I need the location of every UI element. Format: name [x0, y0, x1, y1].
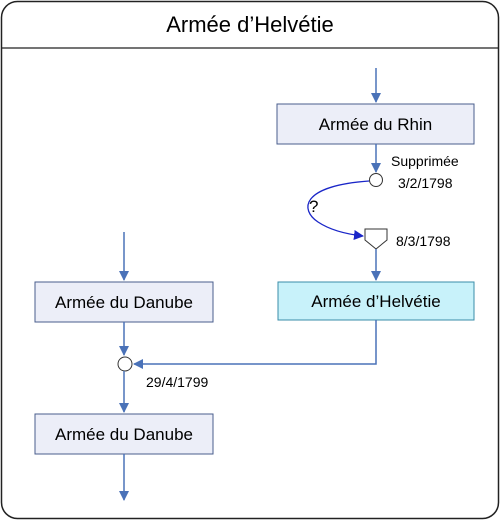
- box-armee-du-rhin: Armée du Rhin: [276, 103, 475, 145]
- connector-helvetie-to-merge: [133, 320, 377, 369]
- label-date-suppression: 3/2/1798: [398, 175, 453, 191]
- box-armee-d-helvetie-label: Armée d’Helvétie: [311, 292, 440, 311]
- suppression-node: [369, 173, 383, 187]
- box-armee-du-danube-1: Armée du Danube: [34, 281, 214, 323]
- merge-node: [364, 228, 388, 250]
- label-date-creation: 8/3/1798: [396, 233, 451, 249]
- box-armee-d-helvetie: Armée d’Helvétie: [277, 281, 475, 321]
- box-armee-du-danube-1-label: Armée du Danube: [55, 293, 193, 312]
- label-date-merge: 29/4/1799: [146, 374, 208, 390]
- box-armee-du-danube-2: Armée du Danube: [34, 413, 214, 455]
- curved-arrow-question: [307, 180, 370, 240]
- box-armee-du-danube-2-label: Armée du Danube: [55, 425, 193, 444]
- diagram-title: Armée d’Helvétie: [166, 12, 334, 37]
- label-supprimee: Supprimée: [391, 153, 459, 169]
- label-question: ?: [309, 197, 318, 216]
- merge-circle: [117, 356, 133, 372]
- box-armee-du-rhin-label: Armée du Rhin: [319, 115, 432, 134]
